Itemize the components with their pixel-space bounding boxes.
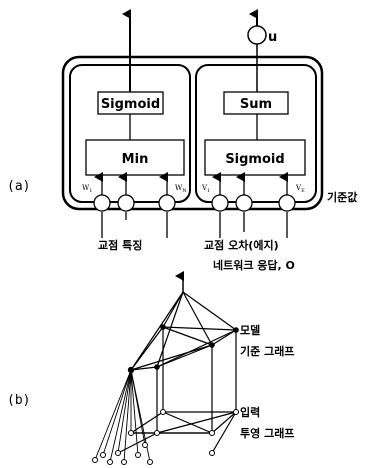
input-label-line1: 입력 (240, 406, 260, 419)
model-node (233, 327, 239, 333)
sum-box (223, 91, 289, 115)
input-node-ve (278, 194, 296, 212)
right-sigmoid-label: Sigmoid (225, 152, 284, 167)
panel-b (92, 271, 239, 465)
left-inputs: W1 WN (82, 172, 187, 238)
network-outer-frame (61, 55, 324, 211)
left-sigmoid-label: Sigmoid (101, 97, 160, 112)
panel-b-label: (b) (7, 393, 30, 408)
ve-label: VE (295, 184, 305, 194)
input-node (121, 459, 127, 465)
model-graph-edges (130, 291, 237, 433)
output-u-label: u (268, 30, 277, 45)
right-network-block (195, 64, 317, 203)
input-node-w1 (93, 194, 111, 212)
input-node (115, 450, 121, 456)
model-node (160, 324, 166, 330)
input-node (107, 459, 113, 465)
input-node (233, 409, 239, 415)
input-node-v1 (211, 194, 229, 212)
input-node (209, 450, 215, 456)
w1-label: W1 (82, 184, 92, 194)
sum-label: Sum (240, 97, 272, 112)
model-label-line2: 기준 그래프 (240, 344, 294, 358)
input-node (128, 430, 134, 436)
panel-a-label: (a) (7, 179, 30, 194)
input-graph-nodes (92, 409, 239, 465)
min-label: Min (122, 152, 149, 167)
right-sigmoid-box (204, 139, 306, 176)
input-node-wn (158, 194, 176, 212)
panel-a: Sigmoid Min W1 WN u Sum (7, 9, 357, 272)
model-graph-nodes (127, 324, 239, 374)
min-box (85, 139, 185, 176)
wn-label: WN (175, 184, 187, 194)
network-response-label: 네트워크 응답, O (213, 258, 295, 272)
input-node (142, 442, 148, 448)
v1-label: V1 (201, 184, 210, 194)
model-node (209, 342, 215, 348)
node-feature-caption: 교점 특징 (98, 238, 142, 252)
model-node (154, 364, 160, 370)
input-node (154, 430, 160, 436)
input-node-v2 (235, 194, 253, 212)
model-node-selected (127, 366, 135, 374)
input-node (100, 452, 106, 458)
input-node (160, 409, 166, 415)
input-node (92, 457, 98, 463)
reference-value-label: 기준값 (327, 190, 357, 204)
input-label-line2: 투영 그래프 (240, 426, 294, 440)
input-node (135, 452, 141, 458)
node-error-caption: 교점 오차(에지) (204, 238, 279, 252)
input-graph-edges (117, 411, 237, 454)
output-node-u (247, 25, 267, 45)
input-node-w2 (117, 194, 135, 212)
input-node (147, 459, 153, 465)
right-inputs: V1 VE (201, 172, 305, 238)
input-node (209, 430, 215, 436)
model-label-line1: 모델 (240, 324, 260, 337)
correspondence-fan (94, 369, 151, 463)
